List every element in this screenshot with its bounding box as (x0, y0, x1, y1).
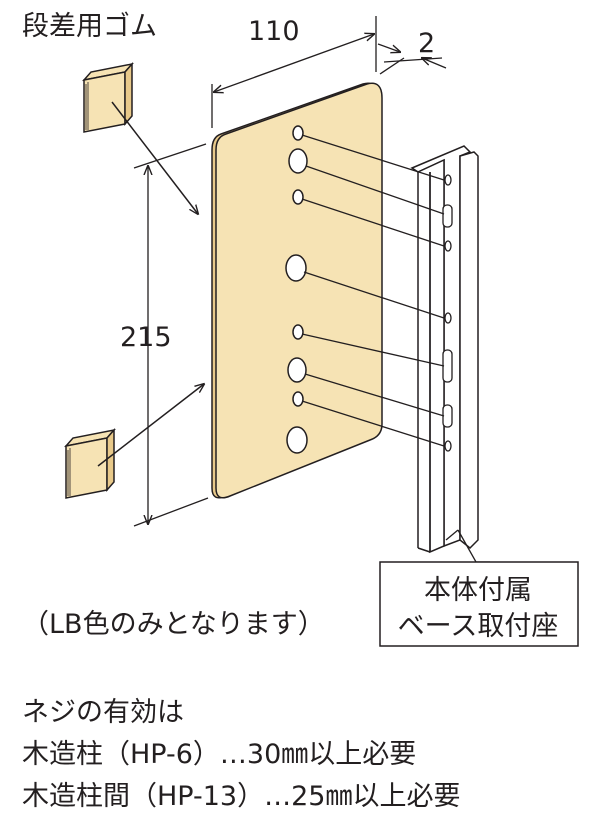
screw-hole (286, 426, 308, 454)
upper-pad-leader-arrow (111, 101, 198, 214)
upper-rubber-pad (81, 62, 135, 133)
callout-box (379, 561, 579, 647)
channel-hole (444, 174, 452, 186)
height-dimension (133, 143, 209, 527)
callout-text-line2: ベース取付座 (397, 611, 559, 642)
hole-alignment-lines (301, 134, 445, 447)
color-note: （LB色のみとなります） (22, 609, 325, 640)
screw-hole (287, 357, 307, 383)
screw-note-heading: ネジの有効は (22, 697, 184, 728)
height-dimension-label: 215 (120, 322, 172, 353)
screw-hole (292, 189, 304, 205)
screw-note-hp13: 木造柱間（HP-13）…25㎜以上必要 (22, 781, 461, 812)
screw-hole (292, 324, 304, 340)
base-mount-channel (410, 145, 479, 554)
lower-pad-leader-arrow (97, 384, 204, 467)
screw-note-hp6: 木造柱（HP-6）…30㎜以上必要 (22, 739, 417, 770)
thickness-dimension (377, 43, 447, 75)
channel-slot (442, 349, 453, 383)
rubber-pad-label: 段差用ゴム (22, 11, 157, 42)
callout-text-line1: 本体付属 (424, 575, 532, 606)
screw-hole (292, 125, 304, 141)
channel-slot (442, 404, 453, 428)
channel-hole (444, 312, 452, 324)
width-dimension-label: 110 (248, 16, 300, 47)
channel-hole (444, 440, 452, 452)
screw-hole (292, 391, 304, 407)
channel-hole (444, 240, 452, 252)
width-dimension (211, 16, 377, 128)
base-plate (211, 82, 383, 499)
thickness-dimension-label: 2 (418, 28, 436, 59)
channel-slot (442, 204, 453, 228)
screw-hole (285, 254, 307, 282)
screw-hole (288, 148, 308, 174)
lower-rubber-pad (63, 428, 117, 499)
